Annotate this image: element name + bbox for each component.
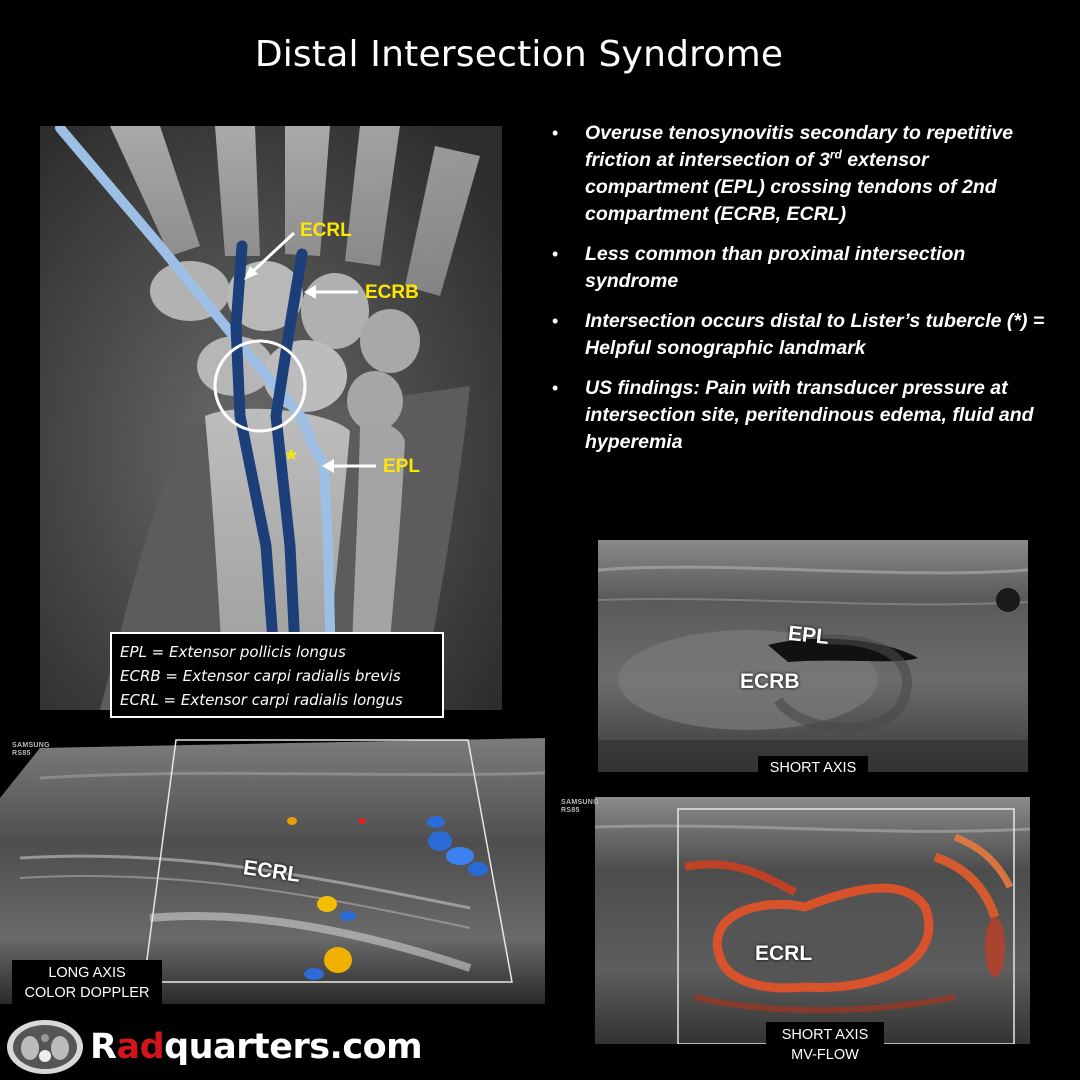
short-axis-epl-label: EPL — [786, 621, 830, 650]
abbreviation-legend: EPL = Extensor pollicis longus ECRB = Ex… — [110, 632, 444, 718]
bullet-item: • Intersection occurs distal to Lister’s… — [552, 310, 1045, 359]
listers-tubercle-marker: * — [286, 444, 297, 474]
short-axis-ecrb-label: ECRB — [740, 670, 800, 693]
long-axis-machine-name: SAMSUNG — [12, 742, 50, 749]
bullet-item: • Less common than proximal intersection… — [552, 243, 966, 292]
bullet-item: • Overuse tenosynovitis secondary to rep… — [552, 122, 1014, 225]
page-title: Distal Intersection Syndrome — [254, 34, 784, 75]
bullet-list: • Overuse tenosynovitis secondary to rep… — [552, 120, 1057, 469]
wrist-xray-image: ECRL ECRB EPL * — [40, 126, 502, 710]
legend-epl: EPL = Extensor pollicis longus — [120, 643, 346, 661]
bullet-symbol: • — [552, 378, 559, 398]
long-axis-doppler-ultrasound: SAMSUNG RS85 ECRL — [0, 738, 545, 1004]
mv-flow-caption: SHORT AXIS MV-FLOW — [766, 1022, 884, 1068]
mv-flow-ultrasound: SAMSUNG RS85 ECRL — [555, 797, 1030, 1044]
bullet-symbol: • — [552, 311, 559, 331]
legend-ecrl: ECRL = Extensor carpi radialis longus — [120, 691, 403, 709]
mv-flow-ecrl-label: ECRL — [755, 942, 813, 965]
radquarters-logo: Radquarters.com — [4, 1018, 423, 1076]
long-axis-machine-model: RS85 — [12, 750, 31, 757]
short-axis-ultrasound: EPL ECRB — [598, 540, 1028, 772]
bullet-symbol: • — [552, 244, 559, 264]
ecrl-tendon-line — [230, 240, 284, 710]
logo-text: Radquarters.com — [90, 1027, 423, 1067]
intersection-circle — [213, 339, 307, 433]
ecrb-tendon-line — [270, 248, 308, 710]
mv-flow-machine-model: RS85 — [561, 807, 580, 814]
legend-ecrb: ECRB = Extensor carpi radialis brevis — [120, 667, 401, 685]
ecrl-label: ECRL — [300, 220, 352, 241]
epl-tendon-line — [55, 126, 337, 710]
bullet-item: • US findings: Pain with transducer pres… — [552, 377, 1034, 453]
bullet-symbol: • — [552, 123, 559, 143]
mv-flow-machine-name: SAMSUNG — [561, 799, 599, 806]
long-axis-caption: LONG AXIS COLOR DOPPLER — [12, 960, 162, 1008]
ct-scan-logo-icon — [7, 1020, 83, 1074]
ecrb-label: ECRB — [365, 282, 419, 303]
short-axis-caption: SHORT AXIS — [758, 756, 868, 780]
epl-label: EPL — [383, 456, 420, 477]
